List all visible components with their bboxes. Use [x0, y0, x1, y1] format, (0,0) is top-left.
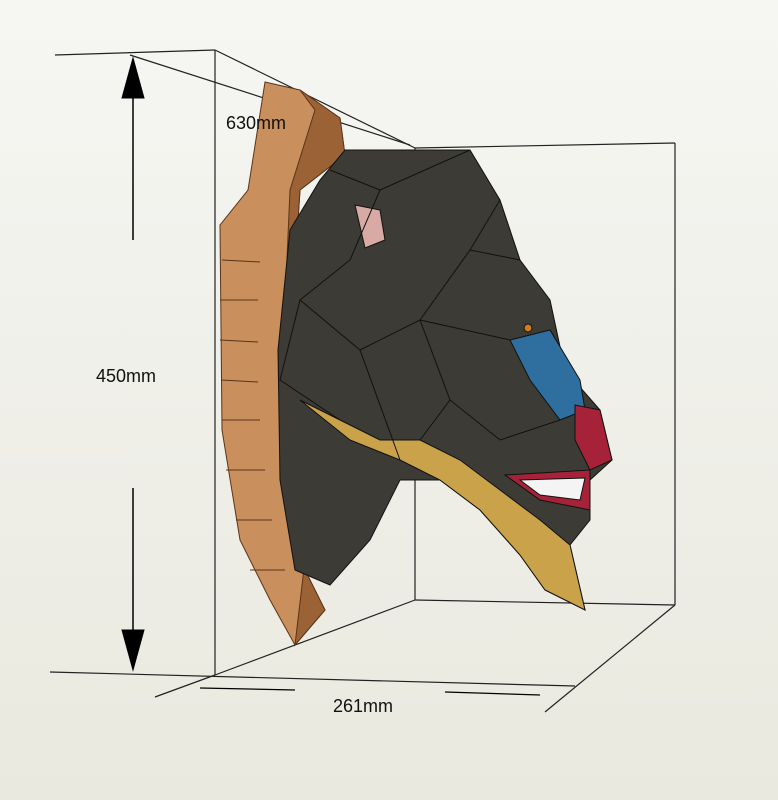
height-dimension-arrow — [121, 56, 145, 672]
height-label: 450mm — [96, 366, 157, 386]
width-label: 261mm — [333, 696, 394, 716]
width-dimension-arrow — [199, 687, 541, 696]
depth-label: 630mm — [226, 113, 287, 133]
mandrill-head-model — [277, 149, 613, 611]
